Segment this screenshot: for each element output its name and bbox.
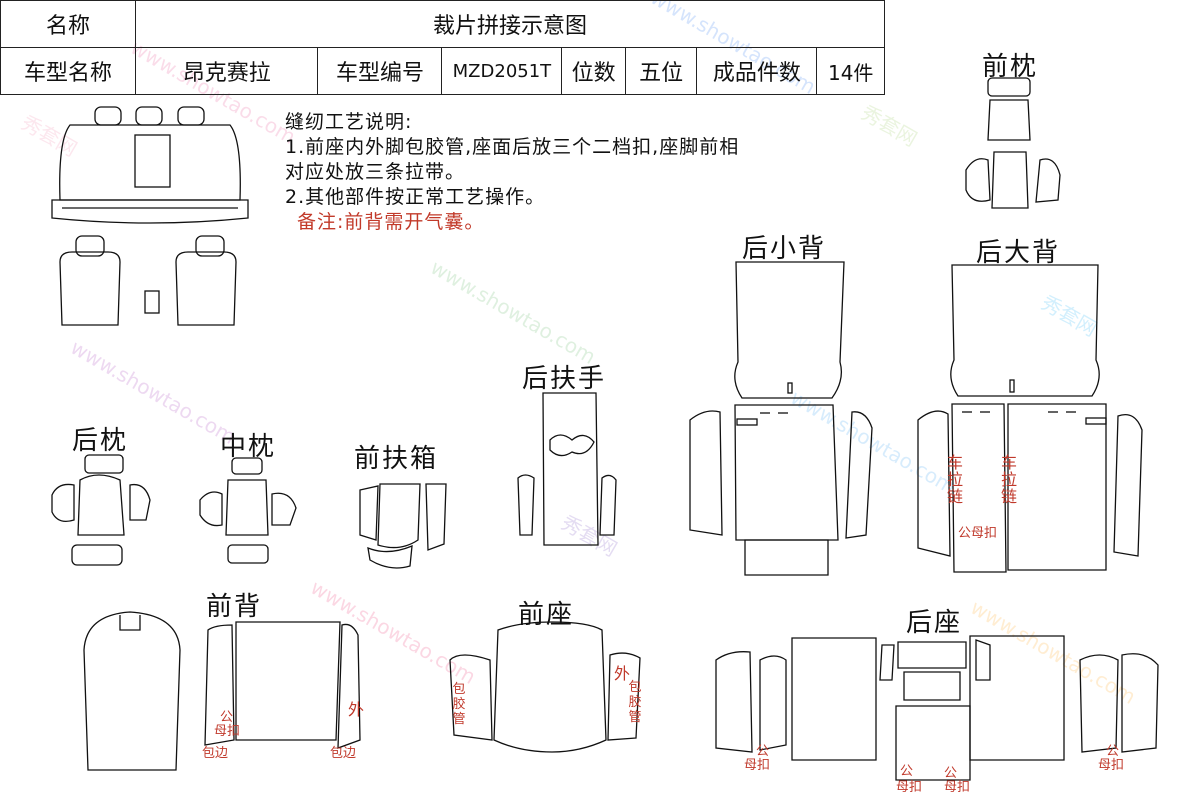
label-front-seat: 前座 bbox=[518, 600, 575, 630]
notes-line: 对应处放三条拉带。 bbox=[285, 161, 466, 183]
label-rear-armrest: 后扶手 bbox=[522, 364, 607, 394]
rear-seat-overview bbox=[51, 106, 249, 224]
gong-note-rear-right: 公 bbox=[1106, 744, 1120, 759]
name-label: 名称 bbox=[0, 0, 136, 48]
name-value: 裁片拼接示意图 bbox=[135, 0, 885, 48]
notes-title: 缝纫工艺说明: bbox=[285, 111, 413, 133]
mukou-note-rear-left: 母扣 bbox=[744, 758, 771, 773]
mid-pillow-pieces bbox=[199, 457, 297, 564]
gong-note-rear-mid2: 公 bbox=[944, 766, 958, 781]
sewing-notes: 缝纫工艺说明: 1.前座内外脚包胶管,座面后放三个二档扣,座脚前相 对应处放三条… bbox=[285, 110, 739, 235]
model-code-label: 车型编号 bbox=[317, 47, 443, 95]
label-rear-small-back: 后小背 bbox=[742, 234, 827, 264]
mukou-note-rear-mid2: 母扣 bbox=[944, 780, 971, 795]
front-pillow-pieces bbox=[965, 77, 1061, 209]
gong-note-rear-left: 公 bbox=[756, 744, 770, 759]
rubber-tube-note-left: 包胶管 bbox=[452, 682, 466, 727]
front-armbox-pieces bbox=[359, 483, 447, 569]
label-rear-seat: 后座 bbox=[906, 608, 963, 638]
gong-note-rear-mid: 公 bbox=[900, 764, 914, 779]
label-mid-pillow: 中枕 bbox=[220, 432, 277, 462]
pieces-value: 14件 bbox=[816, 47, 885, 95]
front-back-pieces bbox=[83, 611, 361, 771]
mukou-note-rear-right: 母扣 bbox=[1098, 758, 1125, 773]
mukou-note-rear-mid: 母扣 bbox=[896, 780, 923, 795]
notes-remark: 备注:前背需开气囊。 bbox=[297, 211, 485, 233]
rear-pillow-pieces bbox=[51, 454, 151, 566]
label-front-back: 前背 bbox=[206, 592, 263, 622]
notes-line: 2.其他部件按正常工艺操作。 bbox=[285, 186, 546, 208]
label-front-armbox: 前扶箱 bbox=[354, 444, 439, 474]
baobian-note-left: 包边 bbox=[202, 746, 229, 761]
model-name-value: 昂克赛拉 bbox=[134, 47, 319, 95]
zipper-note-right: 车拉链 bbox=[1000, 453, 1017, 506]
clip-note-big-back: 公母扣 bbox=[958, 526, 998, 541]
wai-note-front-seat: 外 bbox=[614, 664, 631, 683]
model-code-value: MZD2051T bbox=[441, 47, 563, 95]
wai-note-front-back: 外 bbox=[348, 700, 365, 719]
rubber-tube-note-right: 包胶管 bbox=[628, 680, 642, 725]
front-seat-overview bbox=[59, 235, 237, 326]
zipper-note-left: 车拉链 bbox=[946, 453, 963, 506]
label-rear-pillow: 后枕 bbox=[72, 426, 129, 456]
front-seat-pieces bbox=[449, 621, 641, 753]
pieces-label: 成品件数 bbox=[696, 47, 818, 95]
header-table: 名称 裁片拼接示意图 车型名称 昂克赛拉 车型编号 MZD2051T 位数 五位… bbox=[0, 0, 885, 95]
rear-small-back-pieces bbox=[689, 261, 873, 576]
label-front-pillow: 前枕 bbox=[982, 52, 1039, 82]
rear-seat-pieces bbox=[715, 635, 1159, 781]
rear-armrest-pieces bbox=[517, 392, 617, 546]
baobian-note-right: 包边 bbox=[330, 746, 357, 761]
mukou-note: 母扣 bbox=[214, 724, 241, 739]
label-rear-big-back: 后大背 bbox=[976, 238, 1061, 268]
model-name-label: 车型名称 bbox=[0, 47, 136, 95]
rear-big-back-pieces bbox=[917, 264, 1143, 573]
seats-label: 位数 bbox=[561, 47, 626, 95]
gong-note: 公 bbox=[220, 710, 234, 725]
notes-line: 1.前座内外脚包胶管,座面后放三个二档扣,座脚前相 bbox=[285, 136, 740, 158]
